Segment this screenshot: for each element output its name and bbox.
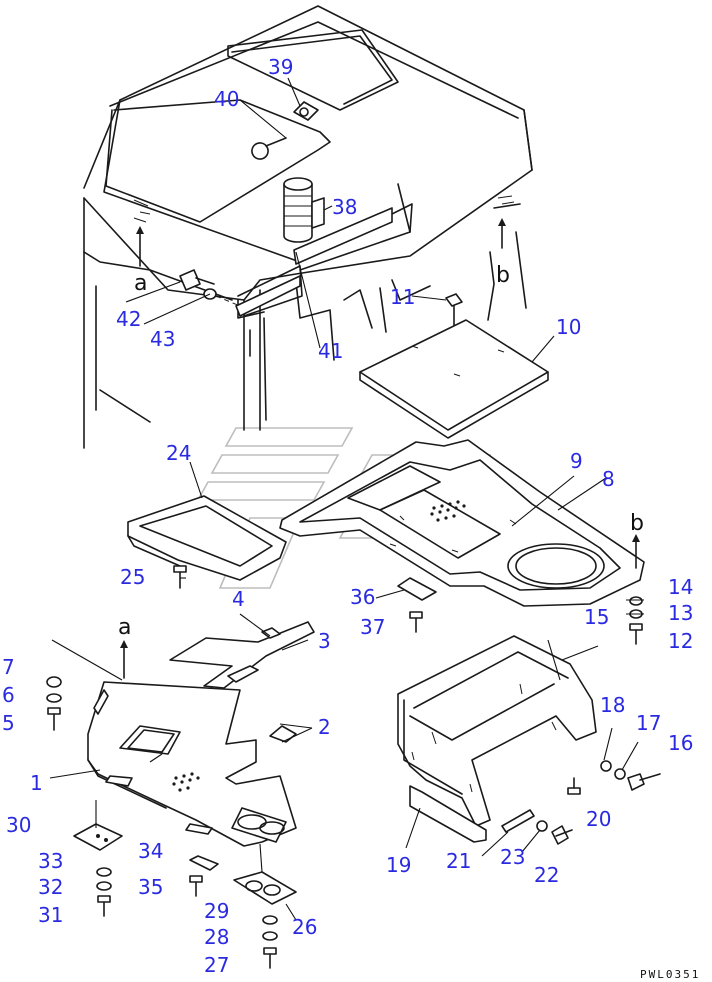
part-40-knob — [251, 137, 287, 160]
callout-11: 11 — [390, 285, 415, 309]
part-21-rod — [501, 809, 535, 833]
part-17-washer — [614, 768, 626, 780]
part-36-bracket — [397, 577, 437, 601]
part-23-washer — [536, 820, 548, 832]
callout-28: 28 — [204, 925, 229, 949]
part-30-cover — [73, 823, 123, 851]
part-15-bracket — [397, 635, 597, 827]
part-19-rail — [409, 785, 487, 843]
part-8-holes — [430, 500, 466, 522]
leader-lines — [49, 77, 644, 921]
part-8-frame — [279, 439, 645, 607]
part-1-holes — [172, 772, 200, 792]
part-20-bolt — [567, 777, 581, 795]
callout-23: 23 — [500, 845, 525, 869]
callout-19: 19 — [386, 853, 411, 877]
callout-4: 4 — [232, 587, 245, 611]
callout-8: 8 — [602, 467, 615, 491]
callout-10: 10 — [556, 315, 581, 339]
callout-43: 43 — [150, 327, 175, 351]
part-4-plate — [227, 665, 259, 683]
part-3-plate — [169, 621, 315, 689]
callout-14: 14 — [668, 575, 693, 599]
ref-arrow-a-top — [136, 226, 144, 267]
part-35-bolt — [189, 875, 203, 897]
ref-letter-b-bottom: b — [630, 511, 644, 536]
callout-38: 38 — [332, 195, 357, 219]
drawing-code: PWL0351 — [640, 968, 700, 981]
callout-9: 9 — [570, 449, 583, 473]
part-6-washer — [46, 693, 62, 703]
part-42-bolt — [179, 269, 215, 291]
callout-6: 6 — [2, 683, 15, 707]
ref-letter-a-bottom: a — [118, 615, 131, 640]
part-32-washer — [96, 881, 112, 891]
part-31-bolt — [97, 895, 111, 917]
part-22-bolt — [551, 825, 573, 845]
callout-39: 39 — [268, 55, 293, 79]
part-7-washer — [46, 676, 62, 688]
callout-15: 15 — [584, 605, 609, 629]
callout-35: 35 — [138, 875, 163, 899]
callout-5: 5 — [2, 711, 15, 735]
callout-34: 34 — [138, 839, 163, 863]
operator-cab — [83, 5, 533, 449]
callout-29: 29 — [204, 899, 229, 923]
part-28-washer — [262, 931, 278, 941]
part-26-gasket — [233, 871, 297, 905]
ref-arrow-b-bottom — [632, 534, 640, 569]
callout-21: 21 — [446, 849, 471, 873]
part-10-mat — [359, 319, 549, 439]
part-39-latch — [293, 101, 319, 121]
part-24-cover — [127, 495, 287, 581]
callout-7: 7 — [2, 655, 15, 679]
callout-36: 36 — [350, 585, 375, 609]
reference-letters: a b a b — [118, 263, 644, 640]
callout-20: 20 — [586, 807, 611, 831]
callout-1: 1 — [30, 771, 43, 795]
ref-letter-a-top: a — [134, 271, 147, 296]
callout-24: 24 — [166, 441, 191, 465]
part-38-filter — [283, 177, 325, 243]
callout-26: 26 — [292, 915, 317, 939]
part-29-washer — [262, 915, 278, 925]
callout-12: 12 — [668, 629, 693, 653]
callout-27: 27 — [204, 953, 229, 977]
ref-arrow-b-top — [498, 218, 506, 249]
callout-2: 2 — [318, 715, 331, 739]
part-18-washer — [600, 760, 612, 772]
part-34-bracket — [189, 855, 219, 871]
callout-33: 33 — [38, 849, 63, 873]
callout-31: 31 — [38, 903, 63, 927]
part-5-bolt — [47, 707, 61, 731]
callout-30: 30 — [6, 813, 31, 837]
part-37-bolt — [409, 611, 423, 633]
callout-37: 37 — [360, 615, 385, 639]
callouts: 1 2 3 4 5 6 7 8 9 10 11 12 13 14 15 16 1… — [2, 55, 693, 977]
callout-40: 40 — [214, 87, 239, 111]
part-25-bolt — [173, 565, 187, 589]
part-16-bolt — [627, 773, 661, 791]
callout-3: 3 — [318, 629, 331, 653]
callout-22: 22 — [534, 863, 559, 887]
part-1-floor — [87, 681, 297, 847]
callout-32: 32 — [38, 875, 63, 899]
part-41-rail — [235, 207, 393, 317]
part-33-washer — [96, 867, 112, 877]
callout-18: 18 — [600, 693, 625, 717]
ref-arrow-a-bottom — [120, 640, 128, 679]
ref-letter-b-top: b — [496, 263, 510, 288]
callout-13: 13 — [668, 601, 693, 625]
part-27-bolt — [263, 947, 277, 969]
callout-16: 16 — [668, 731, 693, 755]
part-14-washer — [629, 596, 643, 606]
callout-42: 42 — [116, 307, 141, 331]
callout-41: 41 — [318, 339, 343, 363]
callout-25: 25 — [120, 565, 145, 589]
part-12-bolt — [629, 623, 643, 645]
callout-17: 17 — [636, 711, 661, 735]
